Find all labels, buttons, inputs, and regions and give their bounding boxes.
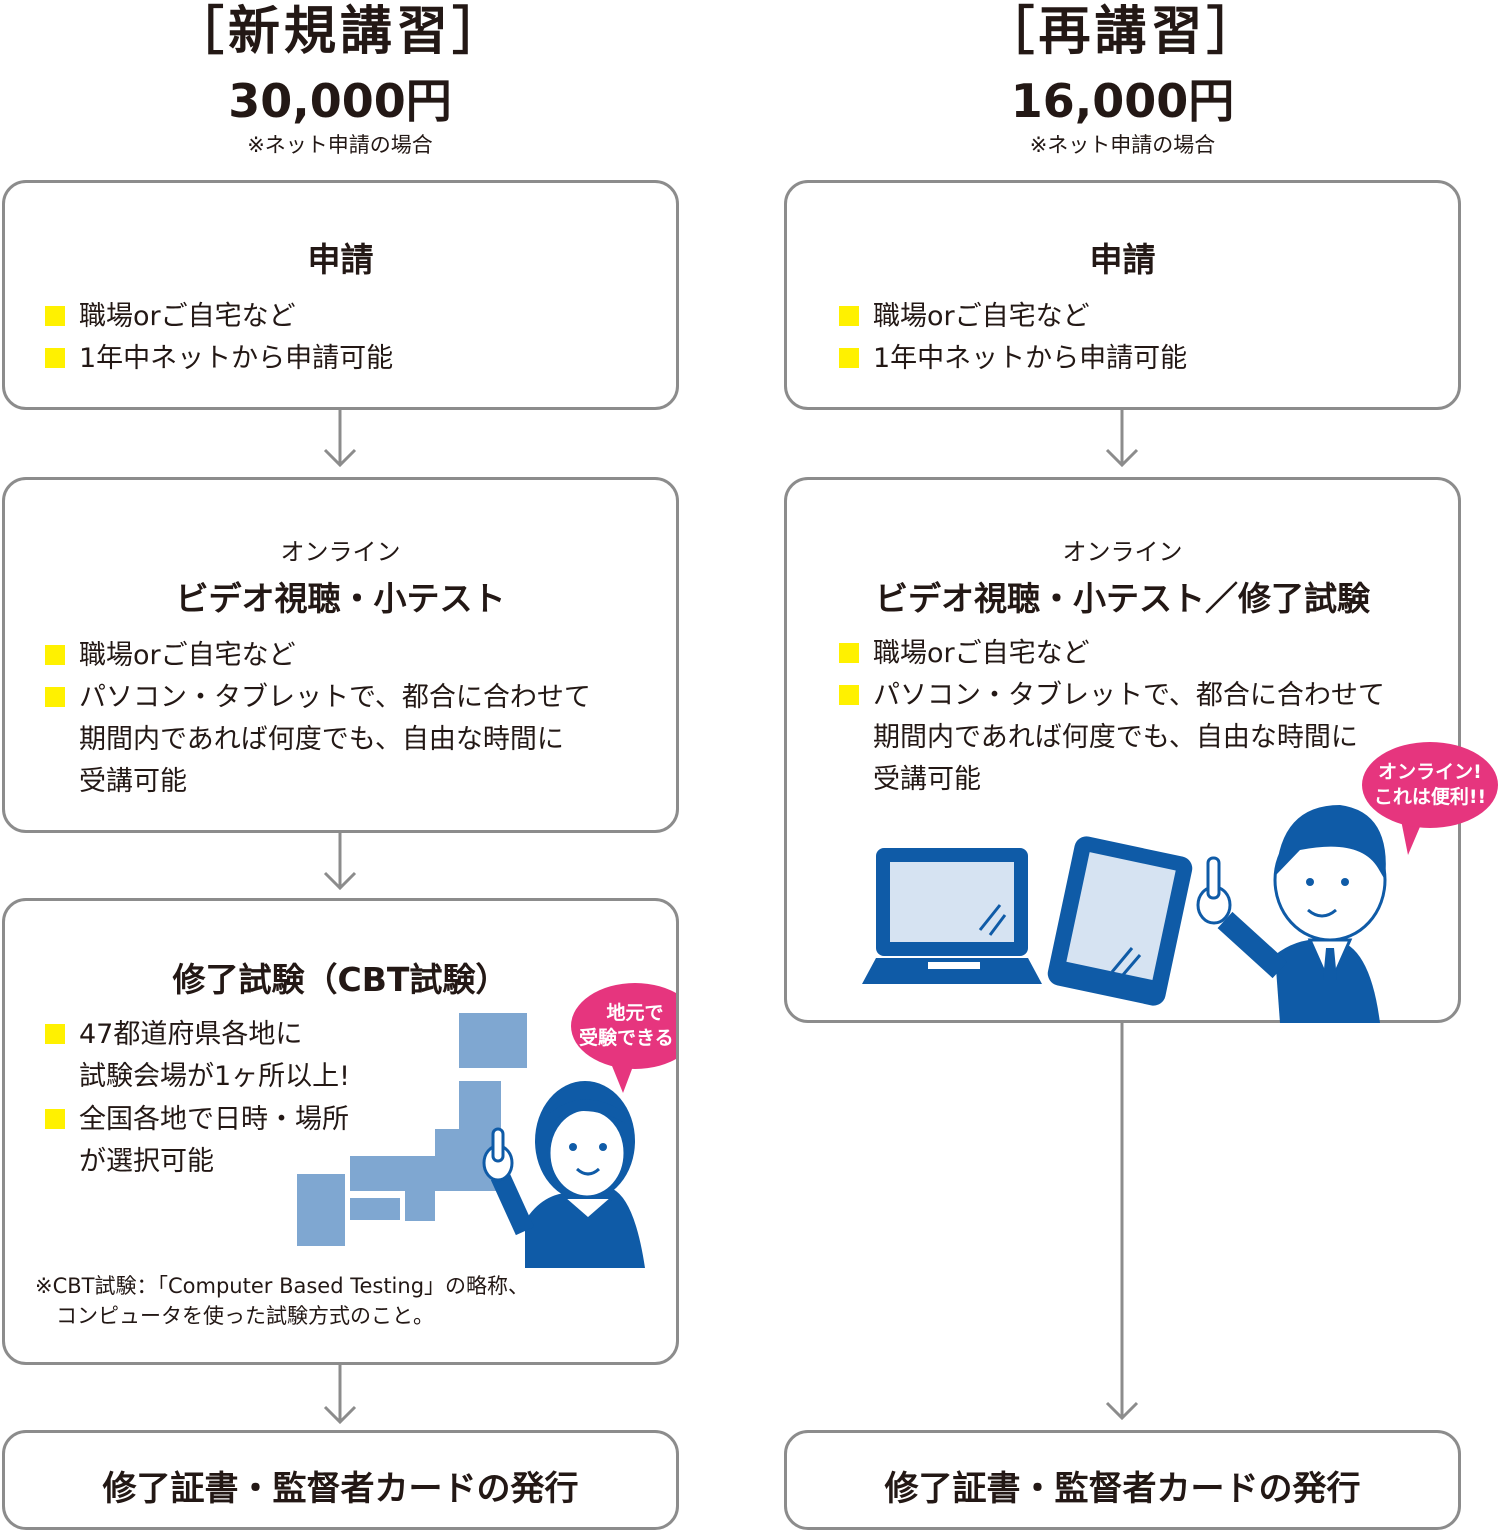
step-apply-box: 申請 職場orご自宅など 1年中ネットから申請可能 xyxy=(784,180,1461,410)
woman-illustration-icon xyxy=(482,1081,645,1268)
plan-title-new: ［新規講習］ xyxy=(171,2,508,62)
bullet-square-icon xyxy=(45,645,65,665)
price-note-renewal: ※ネット申請の場合 xyxy=(1029,133,1216,157)
step-title: 修了試験（CBT試験） xyxy=(172,960,509,999)
bubble-local-exam: 地元で 受験できる!! xyxy=(571,983,676,1069)
bubble-tail-icon xyxy=(610,1061,635,1093)
step-subtitle: オンライン xyxy=(1062,538,1183,566)
step-certificate-box: 修了証書・監督者カードの発行 xyxy=(2,1430,679,1530)
step-title: ビデオ視聴・小テスト／修了試験 xyxy=(875,579,1370,618)
bullet-square-icon xyxy=(839,306,859,326)
bubble-online-convenient: オンライン! これは便利!! xyxy=(1362,742,1498,828)
step-exam-box: 修了試験（CBT試験） 47都道府県各地に 試験会場が1ヶ所以上! 全国各地で日… xyxy=(2,898,679,1365)
bullet-square-icon xyxy=(45,1024,65,1044)
bullet-square-icon xyxy=(839,348,859,368)
step-video-box: オンライン ビデオ視聴・小テスト 職場orご自宅など パソコン・タブレットで、都… xyxy=(2,477,679,833)
bullet-square-icon xyxy=(45,1109,65,1129)
step-title: 修了証書・監督者カードの発行 xyxy=(884,1469,1361,1509)
tablet-icon xyxy=(1047,836,1193,1006)
step-title: ビデオ視聴・小テスト xyxy=(175,579,506,618)
man-illustration-icon xyxy=(1196,805,1387,1023)
step-apply-box: 申請 職場orご自宅など 1年中ネットから申請可能 xyxy=(2,180,679,410)
bullet-square-icon xyxy=(45,348,65,368)
step-title: 修了証書・監督者カードの発行 xyxy=(102,1469,579,1509)
plan-price-new: 30,000円 xyxy=(228,74,452,128)
step-title: 申請 xyxy=(1089,240,1156,279)
bullet-square-icon xyxy=(45,306,65,326)
japan-map-icon xyxy=(297,1013,645,1268)
price-note-new: ※ネット申請の場合 xyxy=(247,133,433,157)
plan-price-renewal: 16,000円 xyxy=(1010,74,1235,128)
laptop-icon xyxy=(862,848,1042,984)
plan-title-renewal: ［再講習］ xyxy=(982,2,1263,62)
step-certificate-box: 修了証書・監督者カードの発行 xyxy=(784,1430,1461,1530)
bullet-square-icon xyxy=(839,643,859,663)
bullet-square-icon xyxy=(839,685,859,705)
step-subtitle: オンライン xyxy=(280,538,401,566)
cbt-footnote: ※CBT試験：「Computer Based Testing」の略称、 コンピュ… xyxy=(35,1274,530,1328)
step-title: 申請 xyxy=(307,240,374,279)
bullet-square-icon xyxy=(45,687,65,707)
